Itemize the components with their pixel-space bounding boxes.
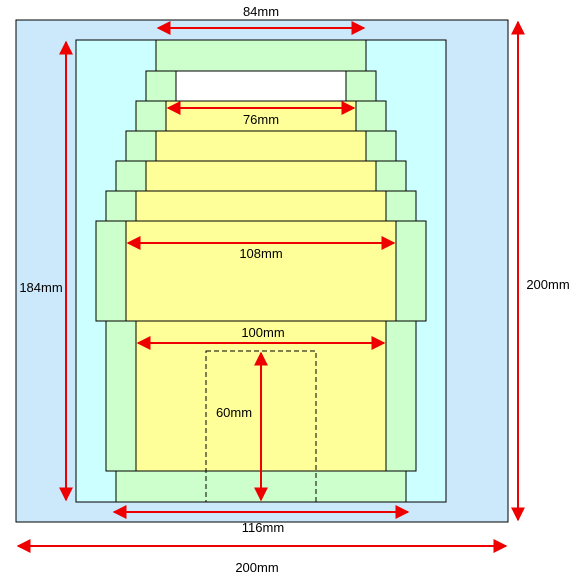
neck-opening	[175, 70, 347, 102]
right-side-block-1	[345, 70, 377, 102]
label-bottom-width: 116mm	[242, 520, 284, 535]
left-side-block-3	[125, 130, 157, 162]
left-side-block-7	[105, 320, 137, 472]
label-outer-width: 200mm	[235, 560, 278, 575]
left-side-block-4	[115, 160, 147, 192]
label-lower-width: 100mm	[241, 325, 284, 340]
label-door-height: 60mm	[216, 405, 252, 420]
shoulder-step-3	[155, 130, 367, 162]
label-top-width: 84mm	[243, 4, 279, 19]
label-upper-width: 76mm	[243, 112, 279, 127]
left-side-block-1	[145, 70, 177, 102]
shoulder-step-1	[135, 190, 387, 222]
right-side-block-7	[385, 320, 417, 472]
right-side-block-3	[365, 130, 397, 162]
label-middle-width: 108mm	[239, 246, 282, 261]
middle-body	[125, 220, 397, 322]
shoulder-step-2	[145, 160, 377, 192]
right-side-block-6	[395, 220, 427, 322]
left-side-block-2	[135, 100, 167, 132]
door-outline	[205, 350, 317, 503]
left-side-block-6	[95, 220, 127, 322]
right-side-block-5	[385, 190, 417, 222]
left-side-block-5	[105, 190, 137, 222]
dimension-arrows	[16, 20, 525, 553]
label-outer-height: 200mm	[526, 277, 569, 292]
top-cap	[155, 39, 367, 72]
right-side-block-4	[375, 160, 407, 192]
label-inner-height: 184mm	[19, 280, 62, 295]
right-side-block-2	[355, 100, 387, 132]
